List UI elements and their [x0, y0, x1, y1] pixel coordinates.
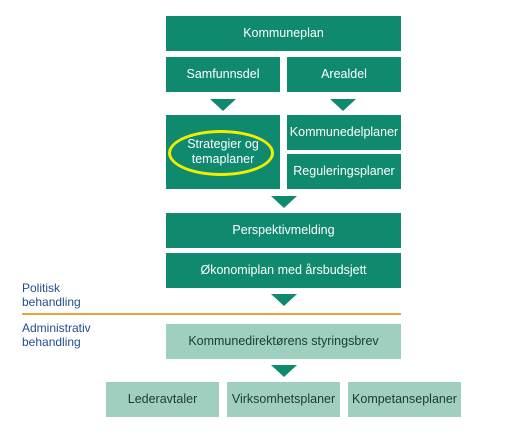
arealdel-box: Arealdel	[287, 57, 401, 92]
arrow-to-perspektiv	[271, 196, 297, 208]
lederavtaler-box: Lederavtaler	[106, 382, 219, 417]
perspektivmelding-label: Perspektivmelding	[232, 223, 335, 237]
highlight-ellipse	[168, 130, 274, 176]
virksomhetsplaner-box: Virksomhetsplaner	[227, 382, 340, 417]
virksomhetsplaner-label: Virksomhetsplaner	[231, 392, 336, 406]
kompetanseplaner-label: Kompetanseplaner	[352, 392, 457, 406]
reguleringsplaner-box: Reguleringsplaner	[287, 154, 401, 189]
kommuneplan-box: Kommuneplan	[166, 16, 401, 51]
politisk-label: Politisk behandling	[22, 281, 81, 309]
styringsbrev-box: Kommunedirektørens styringsbrev	[166, 324, 401, 359]
reguleringsplaner-label: Reguleringsplaner	[293, 164, 395, 178]
arrow-arealdel-down	[330, 99, 356, 111]
divider-line	[22, 313, 401, 315]
kommunedelplaner-label: Kommunedelplaner	[289, 125, 399, 139]
kommuneplan-label: Kommuneplan	[243, 26, 324, 40]
lederavtaler-label: Lederavtaler	[127, 392, 198, 406]
samfunnsdel-label: Samfunnsdel	[186, 67, 260, 81]
okonomiplan-box: Økonomiplan med årsbudsjett	[166, 253, 401, 288]
okonomiplan-label: Økonomiplan med årsbudsjett	[200, 263, 367, 277]
samfunnsdel-box: Samfunnsdel	[166, 57, 280, 92]
kommunedelplaner-box: Kommunedelplaner	[287, 115, 401, 150]
perspektivmelding-box: Perspektivmelding	[166, 213, 401, 248]
arrow-to-bottom-row	[271, 365, 297, 377]
arrow-samfunnsdel-down	[210, 99, 236, 111]
styringsbrev-label: Kommunedirektørens styringsbrev	[188, 334, 379, 348]
arealdel-label: Arealdel	[321, 67, 367, 81]
kompetanseplaner-box: Kompetanseplaner	[348, 382, 461, 417]
administrativ-label: Administrativ behandling	[22, 321, 91, 349]
arrow-to-styringsbrev	[271, 294, 297, 306]
